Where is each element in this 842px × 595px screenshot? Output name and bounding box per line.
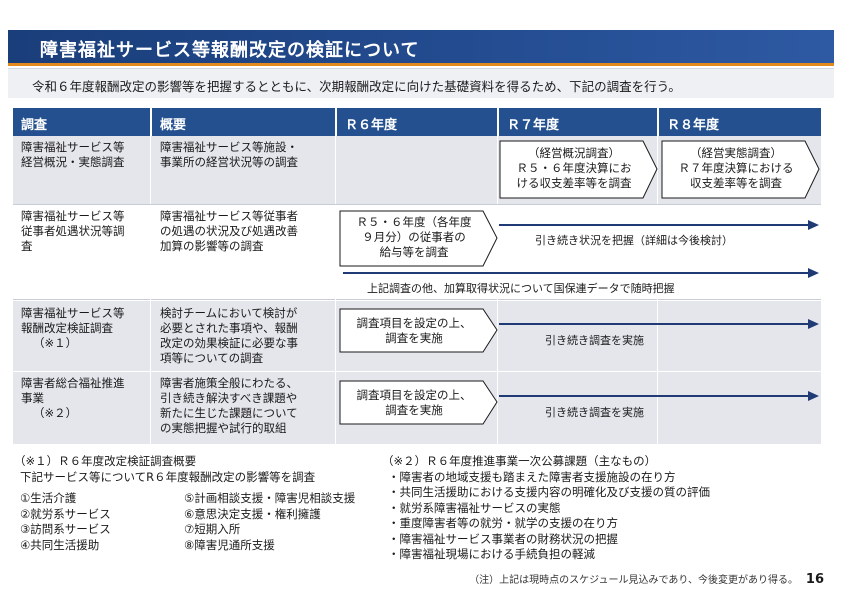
col-divider	[497, 136, 498, 474]
header-summary: 概要	[152, 108, 335, 136]
shogu-kokuho-label: 上記調査の他、加算取得状況について国保連データで随時把握	[367, 282, 675, 295]
row-divider	[13, 204, 821, 205]
r6-suishin-box: 調査項目を設定の上、調査を実施	[356, 388, 472, 417]
row3-summary: 検討チームにおいて検討が必要とされた事項や、報酬改定の効果検証に必要な事項等につ…	[160, 306, 298, 365]
row-divider	[13, 371, 821, 372]
intro-text: 令和６年度報酬改定の影響等を把握するとともに、次期報酬改定に向けた基礎資料を得る…	[32, 79, 681, 94]
arrowhead	[808, 319, 819, 329]
kensho-continue-arrow	[499, 323, 809, 325]
r6-suishin-shape	[339, 380, 498, 425]
header-r7: Ｒ７年度	[499, 108, 657, 136]
note1: （※１）Ｒ６年度改定検証調査概要 下記サービス等についてR６年度報酬改定の影響等…	[14, 454, 356, 552]
row2-survey: 障害福祉サービス等従事者処遇状況等調査	[21, 209, 125, 253]
header-survey: 調査	[13, 108, 150, 136]
r8-keiei-box: （経営実態調査）Ｒ７年度決算における収支差率等を調査	[678, 146, 794, 190]
r8-keiei-shape	[661, 140, 820, 199]
row2-summary: 障害福祉サービス等従事者の処遇の状況及び処遇改善加算の影響等の調査	[160, 209, 298, 253]
header-r6: Ｒ６年度	[337, 108, 497, 136]
note2: （※２）Ｒ６年度推進事業一次公募課題（主なもの） ・障害者の地域支援も踏まえた障…	[382, 454, 710, 561]
footnote: （注）上記は現時点のスケジュール見込みであり、今後変更があり得る。	[469, 575, 798, 586]
arrowhead	[808, 220, 819, 230]
intro-bar: 令和６年度報酬改定の影響等を把握するとともに、次期報酬改定に向けた基礎資料を得る…	[8, 68, 834, 98]
r6-shogu-shape	[339, 210, 498, 267]
arrowhead	[808, 391, 819, 401]
r7-keiei-shape	[499, 140, 658, 199]
shogu-continue-arrow	[499, 224, 809, 226]
shogu-kokuho-arrow	[343, 272, 809, 274]
r7-keiei-box: （経営概況調査）Ｒ５・６年度決算における収支差率等を調査	[516, 146, 632, 190]
kensho-continue-label: 引き続き調査を実施	[545, 334, 644, 347]
page-number: 16	[805, 572, 824, 587]
suishin-continue-arrow	[499, 395, 809, 397]
title-bar: 障害福祉サービス等報酬改定の検証について	[8, 30, 834, 66]
row4-survey: 障害者総合福祉推進事業（※２）	[21, 376, 125, 420]
col-divider	[657, 136, 658, 474]
row3-survey: 障害福祉サービス等報酬改定検証調査（※１）	[21, 306, 125, 350]
arrowhead	[808, 268, 819, 278]
schedule-table: 調査 概要 Ｒ６年度 Ｒ７年度 Ｒ８年度 障害福祉サービス等経営概況・実態調査 …	[13, 108, 821, 474]
r6-kensho-shape	[339, 308, 498, 353]
row4-summary: 障害者施策全般にわたる、引き続き解決すべき課題や新たに生じた課題についての実態把…	[160, 376, 298, 435]
col-divider	[335, 136, 336, 474]
page-title: 障害福祉サービス等報酬改定の検証について	[40, 40, 420, 61]
header-r8: Ｒ８年度	[659, 108, 821, 136]
r6-kensho-box: 調査項目を設定の上、調査を実施	[356, 316, 472, 345]
row1-summary: 障害福祉サービス等施設・事業所の経営状況等の調査	[160, 140, 298, 169]
col-divider	[150, 136, 151, 474]
row1-survey: 障害福祉サービス等経営概況・実態調査	[21, 140, 125, 169]
shogu-continue-label: 引き続き状況を把握（詳細は今後検討）	[535, 234, 733, 247]
suishin-continue-label: 引き続き調査を実施	[545, 406, 644, 419]
